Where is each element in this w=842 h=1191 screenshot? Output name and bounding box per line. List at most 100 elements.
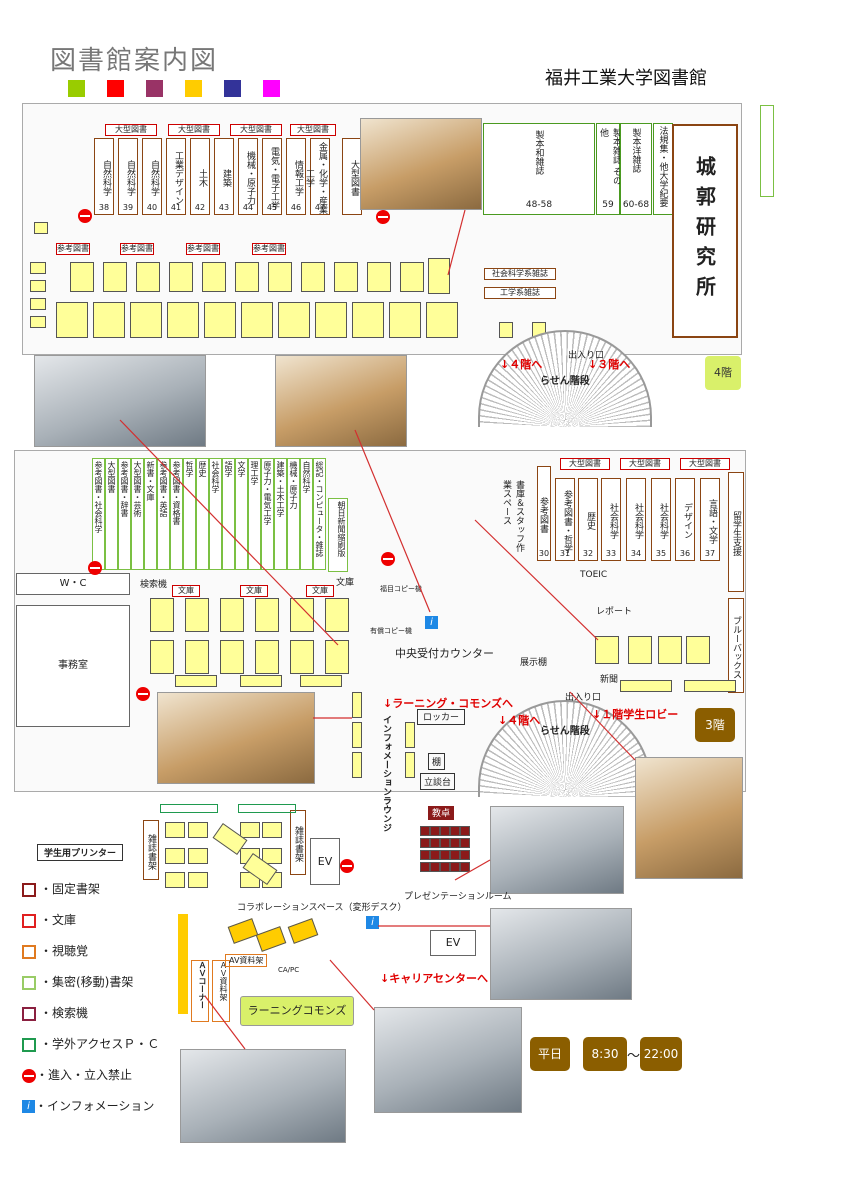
search-terminal-label: 検索機 [140, 580, 168, 590]
mobile-shelf: 参考図書・英語 [157, 458, 170, 570]
toeic-label: TOEIC [580, 570, 608, 580]
reading-area-photo [34, 355, 206, 447]
staircase-photo [635, 757, 743, 879]
study-table [241, 302, 273, 338]
study-table [628, 636, 652, 664]
lounge-seat [352, 752, 362, 778]
information-icon: i [425, 616, 438, 629]
elevator: EV [310, 838, 340, 885]
presentation-seat [440, 826, 450, 836]
to-student-lobby[interactable]: ↓１階学生ロビー [592, 708, 679, 721]
study-table [315, 302, 347, 338]
carrel-row [620, 680, 672, 692]
mobile-shelf: 理工学 [248, 458, 261, 570]
av-seats [178, 914, 188, 1014]
mobile-shelf: 哲学 [183, 458, 196, 570]
no-entry-marker [376, 206, 390, 225]
mobile-shelf: 社会科学 [209, 458, 222, 570]
lounge-seat [405, 752, 415, 778]
study-table [235, 262, 259, 292]
bunko-label: 文庫 [336, 578, 355, 588]
info-point-3f[interactable]: i [425, 612, 438, 631]
magazine-shelf-left: 雑誌書架 [143, 820, 159, 880]
mobile-shelf: 参考図書・辞書 [118, 458, 131, 570]
study-table [426, 302, 458, 338]
study-table [93, 302, 125, 338]
large-books-label: 大型図書 [230, 124, 282, 136]
variable-desk [255, 926, 287, 952]
legend-swatch [22, 975, 36, 990]
collaboration-desk [262, 822, 282, 838]
legend-swatch [22, 913, 36, 928]
legend-label: ・インフォメーション [35, 1099, 155, 1113]
library-name: 福井工業大学図書館 [545, 68, 707, 89]
chair [34, 222, 48, 234]
study-table [428, 258, 450, 294]
presentation-seat [460, 826, 470, 836]
presentation-seat [450, 838, 460, 848]
learning-commons-photo [374, 1007, 522, 1113]
info-point-lc[interactable]: i [366, 912, 379, 931]
presentation-seat [440, 838, 450, 848]
legend-label: ・進入・立入禁止 [36, 1068, 133, 1082]
presentation-seat [430, 850, 440, 860]
legend-swatch [22, 882, 36, 897]
large-books-label: 大型図書 [290, 124, 336, 136]
to-career-center[interactable]: ↓キャリアセンターへ [380, 972, 488, 985]
swatch-red [107, 80, 124, 97]
information-lounge: インフォメーションラウンジ [381, 715, 391, 832]
swatch-yellow [185, 80, 202, 97]
study-table [103, 262, 127, 292]
study-table [278, 302, 310, 338]
no-entry-marker [88, 557, 102, 576]
restroom: W・C [16, 573, 130, 595]
study-table [185, 598, 209, 632]
newspaper-label: 新聞 [600, 675, 619, 685]
ca-pc-label: CA/PC [278, 966, 300, 974]
periodical-shelf-western: 製本洋雑誌 60-68 [620, 123, 652, 215]
fixed-shelf: 大型図書 [342, 138, 362, 215]
floor-3-badge: 3階 [695, 708, 735, 742]
entrance-label: 出入り口 [565, 693, 602, 703]
podium-label: 立談台 [420, 773, 456, 790]
to-learning-commons[interactable]: ↓ラーニング・コモンズへ [383, 697, 513, 710]
presentation-seat [430, 826, 440, 836]
student-printer[interactable]: 学生用プリンター [37, 844, 124, 861]
study-table [325, 598, 349, 632]
legend-swatch [22, 1006, 36, 1021]
reference-books-label: 参考図書 [120, 243, 154, 255]
legend-item: ・視聴覚 [22, 942, 88, 959]
presentation-seat [450, 826, 460, 836]
lounge-seat [352, 692, 362, 718]
hours-day: 平日 [530, 1037, 570, 1071]
legend-swatch [22, 944, 36, 959]
study-table [686, 636, 710, 664]
legend-item: ・学外アクセスＰ・Ｃ [22, 1035, 159, 1052]
chair [30, 298, 46, 310]
lounge-seat [405, 722, 415, 748]
study-table [136, 262, 160, 292]
study-table [389, 302, 421, 338]
presentation-seat [430, 862, 440, 872]
study-table [70, 262, 94, 292]
collaboration-desk [165, 848, 185, 864]
study-table [334, 262, 358, 292]
lounge-photo [157, 692, 315, 784]
office-room: 事務室 [16, 605, 130, 727]
legend-label: ・検索機 [40, 1006, 89, 1020]
legend-item: i・インフォメーション [22, 1097, 154, 1114]
study-table [290, 598, 314, 632]
to-4f-label: ↓４階へ [498, 714, 541, 727]
study-table [220, 640, 244, 674]
study-table [150, 598, 174, 632]
av-materials-shelf: AV資料架 [225, 954, 268, 967]
carrel-row [175, 675, 217, 687]
